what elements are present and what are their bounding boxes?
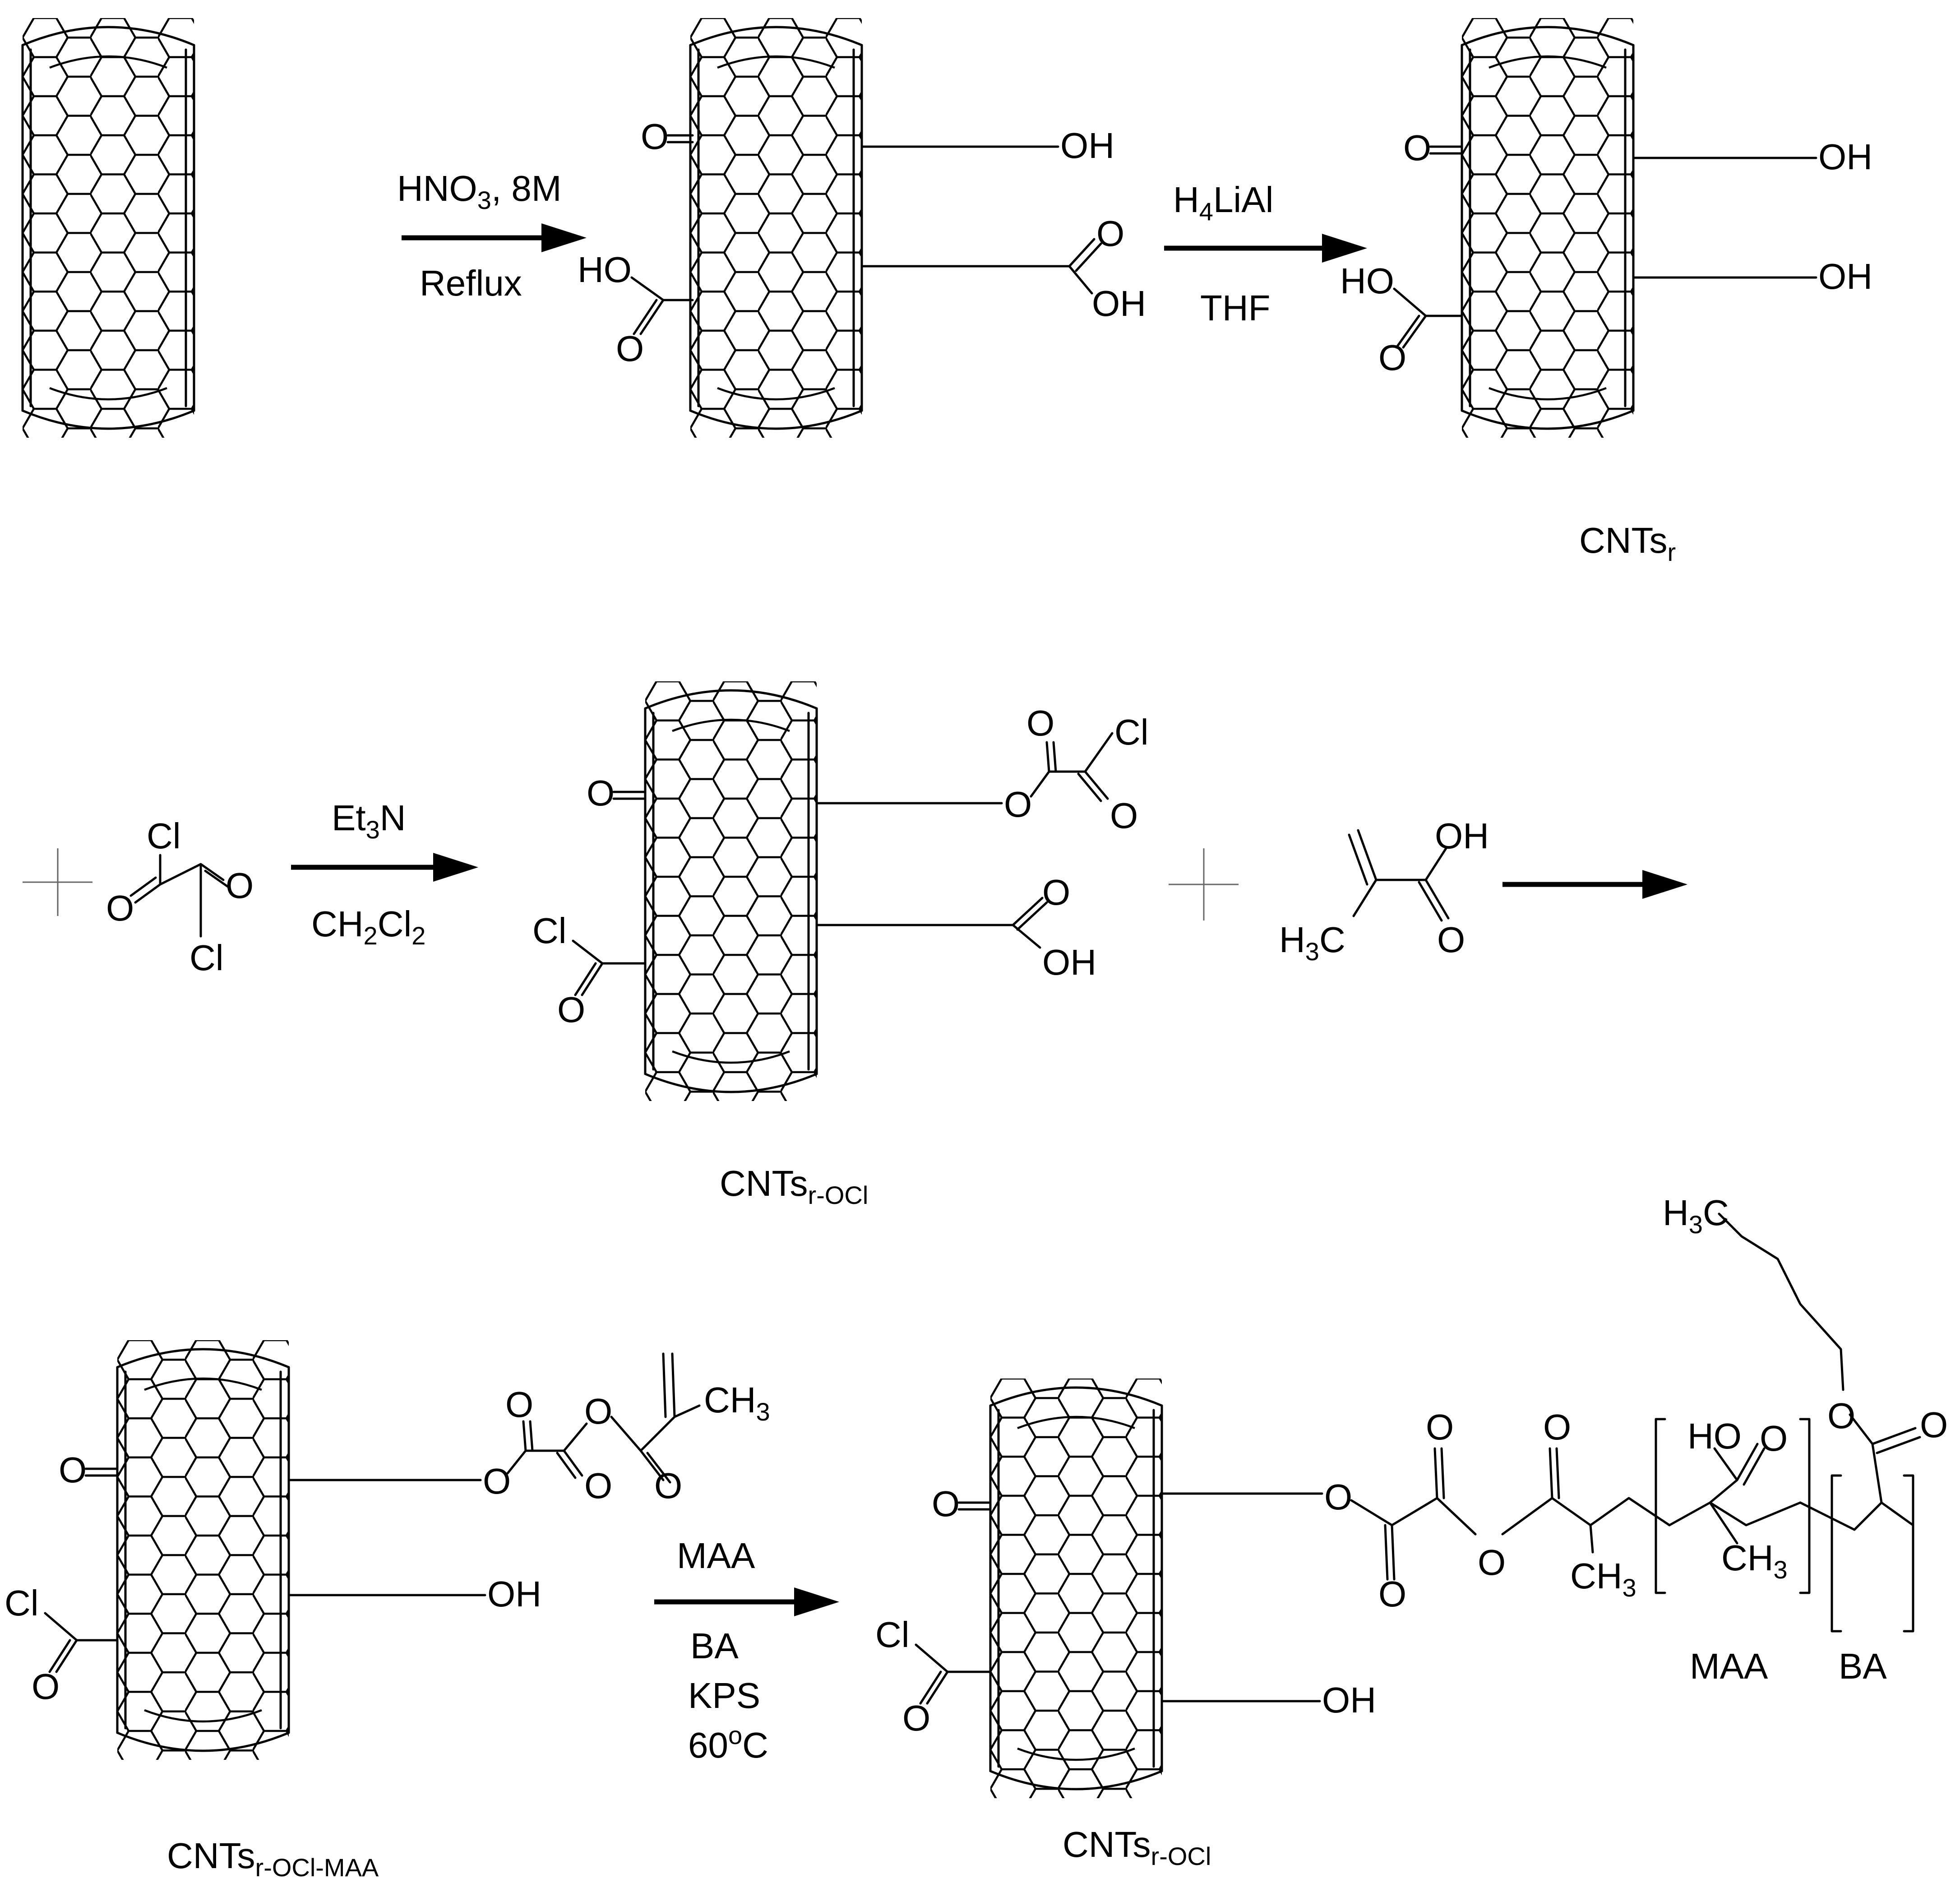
acyl-chloride-cl-5: Cl [5,1583,39,1623]
step1-arrow [402,223,587,252]
svg-text:Cl: Cl [1114,712,1149,752]
step2-reagent: H4LiAl [1173,180,1273,226]
svg-text:O: O [1760,1418,1788,1458]
acyl-chloride-o: O [557,990,585,1030]
label-cnts-final: CNTsr-OCl [1063,1824,1211,1870]
svg-text:O: O [1426,1407,1454,1447]
oxalyl-ester: O O Cl O [815,703,1149,836]
oxo-group-3: O [587,773,615,813]
step4-arrow [1502,870,1687,899]
label-cnts-r-ocl-maa: CNTsr-OCl-MAA [167,1836,379,1882]
nanotube-final [990,1379,1162,1798]
oxo-group-5: O [59,1450,87,1490]
nanotube-reduced [1462,18,1633,438]
oxalyl-chloride: Cl O O Cl [106,816,254,978]
svg-text:O: O [1026,703,1054,743]
svg-text:CH3: CH3 [1570,1556,1636,1602]
acyl-chloride-o-6: O [902,1698,930,1738]
svg-text:O: O [106,888,134,928]
svg-text:CH3: CH3 [704,1380,770,1426]
hydroxyl-group: OH [1060,125,1114,166]
hydroxyl-top: OH [1818,137,1872,177]
svg-text:O: O [1543,1407,1571,1447]
label-cnts-r: CNTsr [1579,520,1676,566]
svg-text:O: O [1920,1405,1948,1445]
svg-text:Cl: Cl [190,938,224,978]
label-maa-unit: MAA [1690,1646,1768,1686]
carboxyl-right-oh: OH [1092,283,1146,324]
step5-arrow [654,1587,839,1616]
svg-text:O: O [483,1461,511,1501]
step3-reagent: Et3N [332,798,406,844]
acyl-chloride-cl-6: Cl [875,1615,910,1655]
carboxyl-right-o: O [1096,213,1124,254]
step2-solvent: THF [1200,288,1271,328]
step5-initiator: KPS [688,1675,760,1716]
step5-temperature: 60oC [688,1721,768,1765]
copolymer-chain: O O O O O CH3 HO O CH3 O O H3C [1160,1193,1948,1633]
acyl-chloride-o-5: O [32,1666,60,1707]
carboxyl-oh-4: OH [1042,942,1096,982]
oxo-group-2: O [1403,128,1431,168]
acyl-chloride-cl: Cl [532,911,567,951]
svg-text:O: O [584,1391,612,1431]
svg-text:H3C: H3C [1663,1193,1729,1239]
svg-text:Cl: Cl [147,816,181,856]
methacrylic-acid: OH O H3C [1279,816,1489,966]
svg-text:O: O [1004,784,1032,824]
step5-monomer-ba: BA [690,1626,739,1666]
carboxyl-o: O [1378,338,1406,378]
oxo-group-6: O [932,1484,960,1524]
svg-text:O: O [1437,920,1465,960]
carboxyl-left-ho: HO [578,250,632,290]
nanotube-oxidized [690,18,862,438]
nanotube-ocl-maa [117,1340,289,1760]
svg-text:O: O [654,1466,682,1506]
anhydride-maa-chain: O O O O O CH3 [287,1352,770,1506]
step1-condition: Reflux [420,263,522,303]
plus-sign-1 [23,848,92,916]
svg-text:O: O [1324,1477,1352,1517]
step3-solvent: CH2Cl2 [311,904,425,950]
step2-arrow [1164,234,1367,263]
plus-sign-2 [1169,848,1239,921]
svg-text:O: O [584,1466,612,1506]
oxo-group: O [641,116,669,157]
svg-text:O: O [1378,1574,1406,1614]
svg-text:CH3: CH3 [1721,1538,1788,1584]
hydroxyl-5: OH [487,1574,541,1614]
svg-text:O: O [1110,796,1138,836]
label-cnts-r-ocl: CNTsr-OCl [720,1163,868,1209]
step1-reagent: HNO3, 8M [397,168,562,214]
label-ba-unit: BA [1839,1646,1887,1686]
svg-text:O: O [505,1384,533,1425]
carboxyl-ho: HO [1340,261,1394,301]
carboxyl-left-o: O [616,328,644,369]
step3-arrow [291,853,478,882]
svg-text:H3C: H3C [1279,920,1345,966]
hydroxyl-6: OH [1322,1680,1376,1720]
svg-text:O: O [226,865,254,906]
step5-monomer-maa: MAA [677,1536,755,1576]
svg-text:OH: OH [1435,816,1489,856]
svg-text:O: O [1478,1542,1506,1582]
carboxyl-o-4: O [1042,872,1070,912]
nanotube-pristine [23,18,194,438]
nanotube-acyl-chloride [645,681,817,1101]
hydroxyl-bottom: OH [1818,256,1872,296]
